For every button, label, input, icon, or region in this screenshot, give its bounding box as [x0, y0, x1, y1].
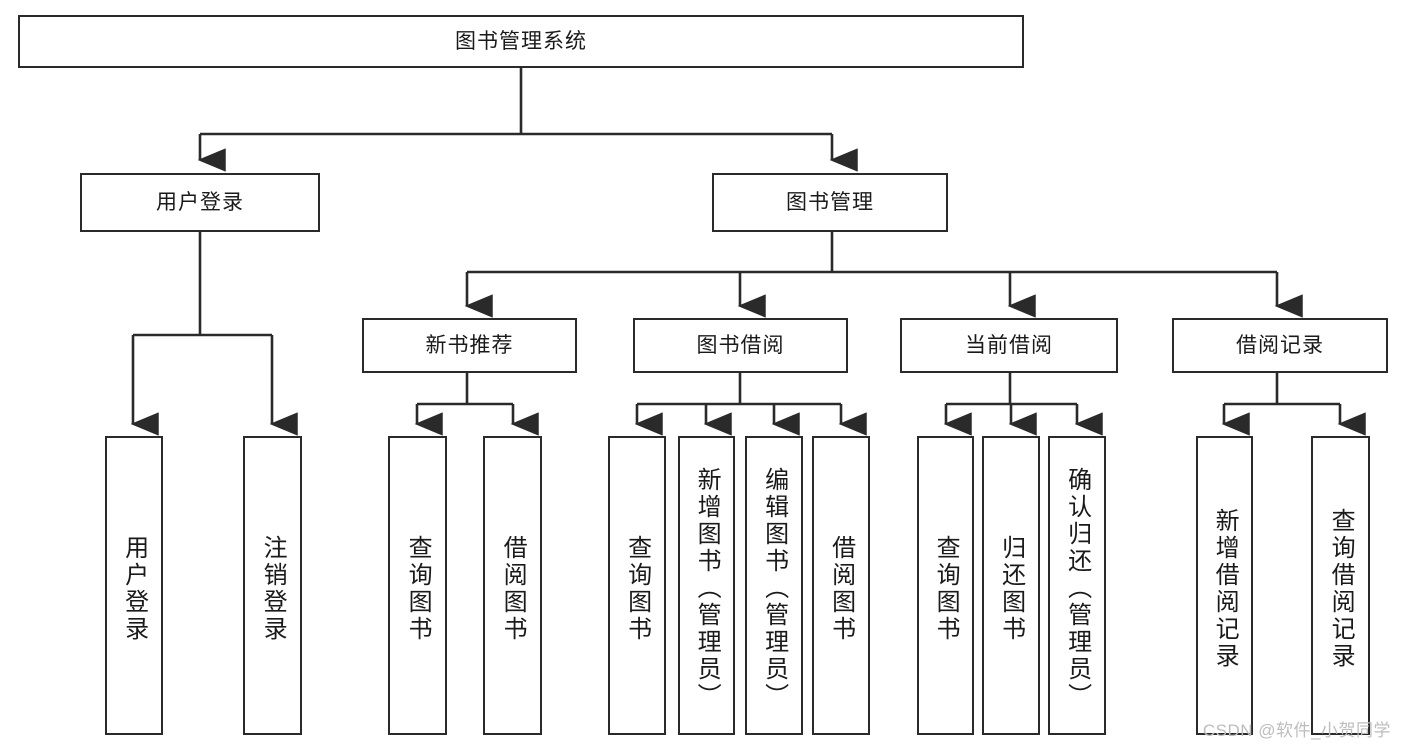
node-root[interactable]: 图书管理系统 [18, 15, 1024, 68]
leaf-label: 借阅图书 [499, 534, 527, 643]
node-book-borrow[interactable]: 图书借阅 [633, 318, 848, 373]
node-borrow-record-label: 借阅记录 [1236, 333, 1324, 357]
leaf-label: 确认归还（管理员） [1063, 467, 1091, 710]
node-root-label: 图书管理系统 [455, 29, 587, 53]
node-user-login[interactable]: 用户登录 [80, 173, 320, 232]
leaf-label: 用户登录 [120, 534, 148, 643]
node-book-management[interactable]: 图书管理 [712, 173, 948, 232]
leaf-return-book[interactable]: 归还图书 [982, 436, 1040, 735]
leaf-label: 注销登录 [259, 534, 287, 643]
leaf-query-borrow-record[interactable]: 查询借阅记录 [1311, 436, 1370, 735]
leaf-add-book-admin[interactable]: 新增图书（管理员） [678, 436, 735, 735]
node-borrow-record[interactable]: 借阅记录 [1172, 318, 1388, 373]
node-current-borrow-label: 当前借阅 [965, 333, 1053, 357]
leaf-label: 新增图书（管理员） [693, 467, 721, 710]
leaf-borrow-book[interactable]: 借阅图书 [812, 436, 870, 735]
leaf-label: 查询图书 [404, 534, 432, 643]
leaf-confirm-return-admin[interactable]: 确认归还（管理员） [1048, 436, 1106, 735]
node-new-book-recommend[interactable]: 新书推荐 [362, 318, 577, 373]
watermark-text: CSDN @软件_小贺同学 [1202, 721, 1391, 740]
node-book-management-label: 图书管理 [786, 190, 874, 214]
node-book-borrow-label: 图书借阅 [696, 333, 785, 357]
leaf-label: 查询图书 [932, 534, 960, 643]
leaf-edit-book-admin[interactable]: 编辑图书（管理员） [745, 436, 803, 735]
leaf-user-login[interactable]: 用户登录 [105, 436, 163, 735]
leaf-borrow-book-recommend[interactable]: 借阅图书 [483, 436, 542, 735]
leaf-query-book-current[interactable]: 查询图书 [917, 436, 974, 735]
leaf-query-book-borrow[interactable]: 查询图书 [608, 436, 666, 735]
node-user-login-label: 用户登录 [156, 190, 244, 214]
leaf-add-borrow-record[interactable]: 新增借阅记录 [1196, 436, 1253, 735]
leaf-query-book-recommend[interactable]: 查询图书 [388, 436, 447, 735]
leaf-user-logout[interactable]: 注销登录 [243, 436, 302, 735]
node-current-borrow[interactable]: 当前借阅 [900, 318, 1118, 373]
leaf-label: 借阅图书 [827, 534, 855, 643]
leaf-label: 编辑图书（管理员） [760, 467, 788, 710]
leaf-label: 查询图书 [623, 534, 651, 643]
leaf-label: 新增借阅记录 [1211, 507, 1239, 670]
leaf-label: 归还图书 [997, 534, 1025, 643]
node-new-book-recommend-label: 新书推荐 [425, 333, 514, 357]
leaf-label: 查询借阅记录 [1327, 507, 1355, 670]
